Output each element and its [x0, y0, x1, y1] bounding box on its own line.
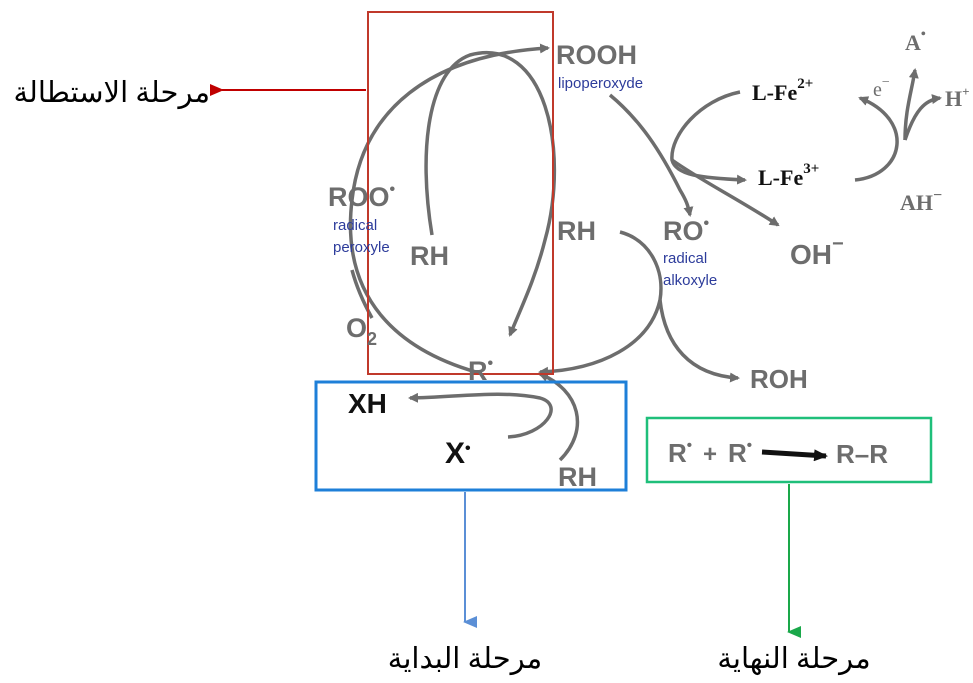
rh-mid-label: RH	[557, 216, 596, 246]
termination-plus: +	[703, 441, 717, 468]
fe3-label: L-Fe3+	[758, 161, 819, 190]
oh-label: OH−	[790, 233, 844, 270]
arrow-rh-to-r-inner	[424, 51, 557, 337]
termination-reactant-2: R•	[728, 437, 752, 468]
arrow-rh-to-r-mid	[538, 230, 663, 377]
initiation-stage-box	[314, 380, 628, 492]
arrow-ro-to-roh	[658, 299, 740, 383]
rooh-label: ROOH	[556, 40, 637, 70]
propagation-stage-box	[367, 11, 554, 375]
x-radical-label: X•	[445, 437, 471, 470]
arrow-to-h	[903, 94, 942, 141]
arrow-x-to-xh	[408, 392, 553, 439]
roh-label: ROH	[750, 364, 808, 394]
arrow-o2-join	[350, 269, 374, 319]
arrow-fe2-to-fe3	[670, 90, 747, 185]
termination-arrow	[761, 449, 828, 462]
o2-label: O2	[346, 313, 377, 349]
arrow-rooh-to-ro	[608, 93, 694, 217]
rh-left-label: RH	[410, 241, 449, 271]
reaction-arrows	[348, 43, 942, 462]
ah-label: AH−	[900, 187, 942, 215]
arrow-to-oh	[670, 158, 780, 227]
termination-caption: مرحلة النهاية	[717, 643, 870, 676]
e-label: e−	[873, 75, 890, 101]
fe2-label: L-Fe2+	[752, 76, 813, 105]
a-label: A•	[905, 27, 926, 55]
rh-bottom-label: RH	[558, 462, 597, 492]
arrow-r-to-rooh	[348, 43, 550, 374]
ro-label: RO•	[663, 215, 710, 246]
roo-label: ROO•	[328, 181, 396, 212]
xh-label: XH	[348, 388, 387, 419]
termination-product: R–R	[836, 439, 888, 469]
propagation-caption: مرحلة الاستطالة	[13, 77, 210, 110]
h-label: H+	[945, 84, 970, 111]
r-radical-label: R•	[468, 355, 494, 386]
termination-stage-box	[645, 416, 933, 484]
lipoperoxyde-note: lipoperoxyde	[558, 75, 643, 92]
arrow-rh-bottom-to-r	[538, 372, 580, 462]
termination-reactant-1: R•	[668, 437, 692, 468]
arrow-ah-to-fe2	[854, 96, 899, 182]
arrow-to-a	[903, 68, 919, 141]
initiation-caption: مرحلة البداية	[388, 643, 542, 676]
